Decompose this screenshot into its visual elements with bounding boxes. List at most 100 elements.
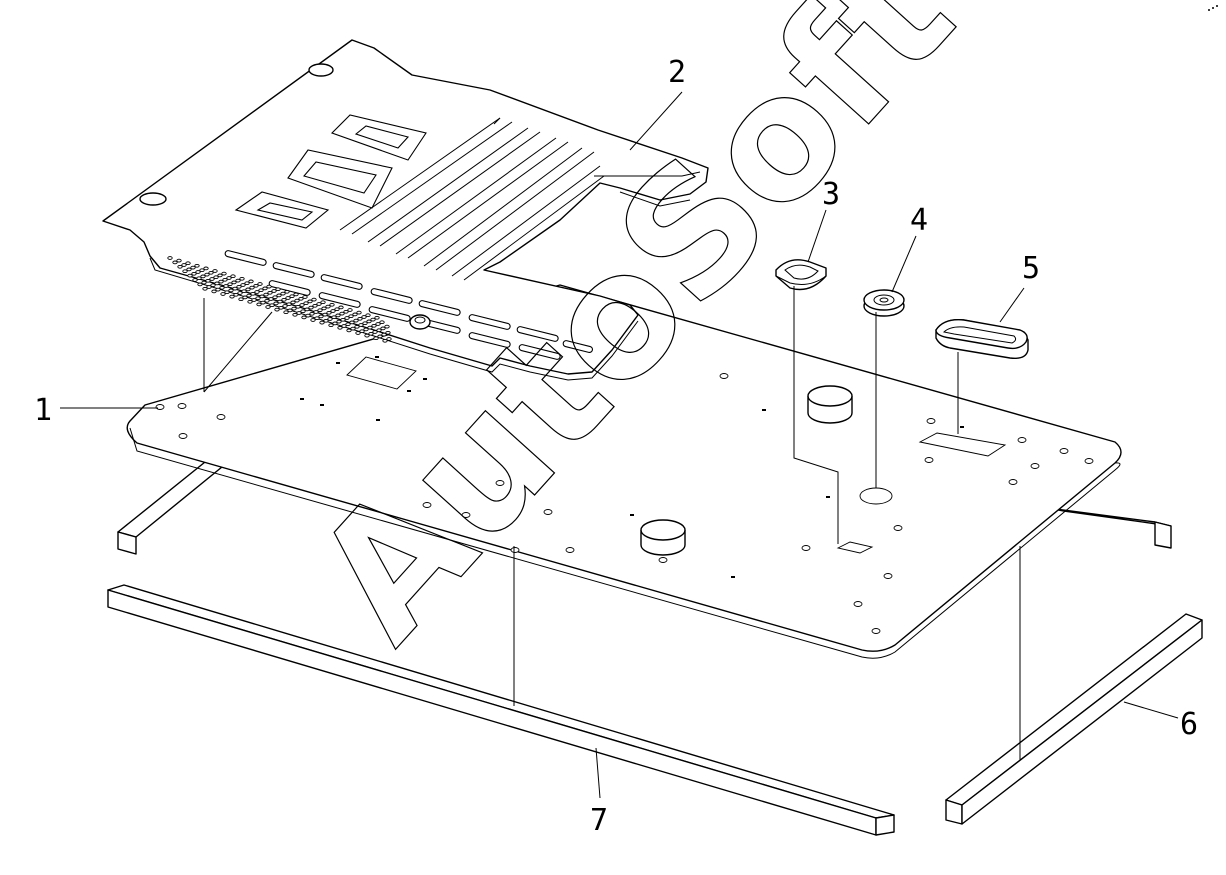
perforation-hole (332, 321, 338, 326)
mat-fastener (409, 314, 431, 330)
perforation-hole (296, 311, 302, 315)
perforation-hole (199, 268, 205, 273)
perforation-hole (312, 303, 318, 308)
perforation-hole (301, 315, 307, 320)
perforation-hole (277, 299, 283, 304)
perforation-hole (300, 309, 306, 314)
perforation-hole (339, 311, 345, 316)
perforation-hole (260, 300, 266, 305)
perforation-hole (377, 334, 383, 339)
perforation-hole (253, 283, 259, 288)
perforation-hole (307, 299, 313, 304)
perforation-hole (264, 298, 270, 303)
perforation-hole (302, 295, 308, 299)
perforation-hole (273, 301, 279, 306)
perforation-hole (204, 272, 210, 277)
perforation-hole (208, 270, 214, 275)
perforation-hole (224, 290, 230, 295)
perforation-hole (330, 309, 336, 313)
perforation-hole (328, 323, 334, 328)
rear-left-support-beam (117, 453, 234, 555)
perforation-hole (246, 293, 252, 298)
perforation-hole (275, 287, 281, 292)
perforation-hole (186, 267, 192, 272)
perforation-hole (254, 290, 260, 294)
perforation-hole (286, 302, 292, 307)
perforation-hole (380, 326, 386, 331)
perforation-hole (237, 291, 243, 295)
mat-front-slots (224, 250, 594, 360)
mat-ribs (339, 117, 605, 281)
perforation-hole (376, 328, 382, 333)
perforation-hole (317, 308, 323, 313)
perforation-hole (287, 308, 293, 313)
perforation-hole (289, 294, 295, 299)
perforation-hole (181, 263, 187, 267)
perforation-hole (367, 325, 373, 330)
perforation-hole (236, 284, 242, 289)
perforation-hole (190, 265, 196, 270)
perforation-hole (231, 280, 237, 285)
mat-recess-lower (234, 191, 330, 229)
perforation-hole (372, 330, 378, 334)
perforation-hole (283, 310, 289, 315)
floor-mat (102, 39, 709, 381)
floor-plate (126, 284, 1122, 659)
perforation-hole (346, 328, 352, 333)
plate-boss-front (640, 519, 686, 556)
leader-lines (60, 91, 1179, 799)
perforation-hole (308, 305, 314, 310)
mat-recess-middle (287, 149, 393, 209)
perforation-hole (201, 280, 207, 285)
perforation-hole (185, 261, 191, 266)
perforation-hole (363, 327, 369, 332)
perforation-hole (295, 304, 301, 309)
perforation-hole (227, 282, 233, 287)
perforation-hole (379, 320, 385, 325)
perforation-hole (219, 285, 225, 290)
callout-7: 7 (590, 803, 608, 838)
perforation-hole (263, 292, 269, 297)
perforation-hole (340, 317, 346, 322)
corner-mark (1208, 5, 1218, 11)
callout-6: 6 (1180, 707, 1198, 742)
perforation-hole (349, 320, 355, 325)
callout-labels: 1 2 3 4 5 6 7 (34, 55, 1198, 838)
perforation-hole (255, 296, 261, 301)
perforation-hole (167, 256, 173, 260)
perforation-hole (250, 291, 256, 296)
perforation-hole (285, 296, 291, 300)
plate-boss-rear (807, 385, 853, 424)
perforation-hole (206, 285, 212, 289)
mat-recess-upper (330, 114, 427, 161)
perforation-hole (310, 318, 316, 322)
perforation-hole (228, 288, 234, 293)
perforation-hole (232, 286, 238, 291)
perforation-hole (353, 318, 359, 323)
perforation-hole (258, 288, 264, 293)
perforation-hole (311, 297, 317, 302)
perforation-hole (386, 337, 392, 341)
perforation-hole (371, 323, 377, 328)
perforation-hole (251, 298, 257, 302)
perforation-hole (238, 297, 244, 302)
perforation-hole (266, 284, 272, 289)
perforation-hole (335, 313, 341, 318)
perforation-hole (196, 276, 202, 281)
perforation-hole (359, 329, 365, 334)
perforation-hole (257, 282, 263, 286)
perforation-hole (309, 311, 315, 316)
perforation-hole (298, 296, 304, 301)
perforation-hole (370, 317, 376, 322)
perforation-hole (355, 331, 361, 335)
perforation-hole (327, 317, 333, 321)
perforation-hole (326, 310, 332, 315)
perforation-hole (172, 260, 178, 265)
perforation-hole (276, 293, 282, 298)
perforation-hole (362, 321, 368, 326)
callout-2: 2 (668, 55, 686, 90)
perforation-hole (292, 312, 298, 317)
perforation-hole (304, 307, 310, 312)
perforation-hole (375, 322, 381, 326)
